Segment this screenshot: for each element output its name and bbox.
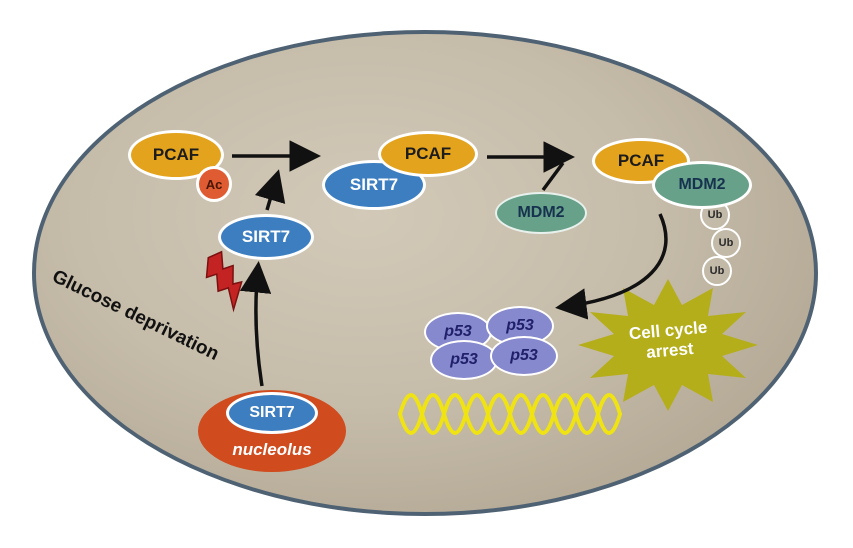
cell-membrane [32,30,818,516]
p53-tetramer-unit: p53 [490,336,558,376]
mdm2-free: MDM2 [495,192,587,234]
mdm2-with-pcaf: MDM2 [652,161,752,209]
sirt7-released: SIRT7 [218,214,314,260]
pcaf-in-complex: PCAF [378,131,478,177]
acetyl-badge: Ac [196,166,232,202]
sirt7-in-nucleolus: SIRT7 [226,392,318,434]
ubiquitin-3: Ub [702,256,732,286]
ubiquitin-2: Ub [711,228,741,258]
p53-tetramer-unit: p53 [430,340,498,380]
